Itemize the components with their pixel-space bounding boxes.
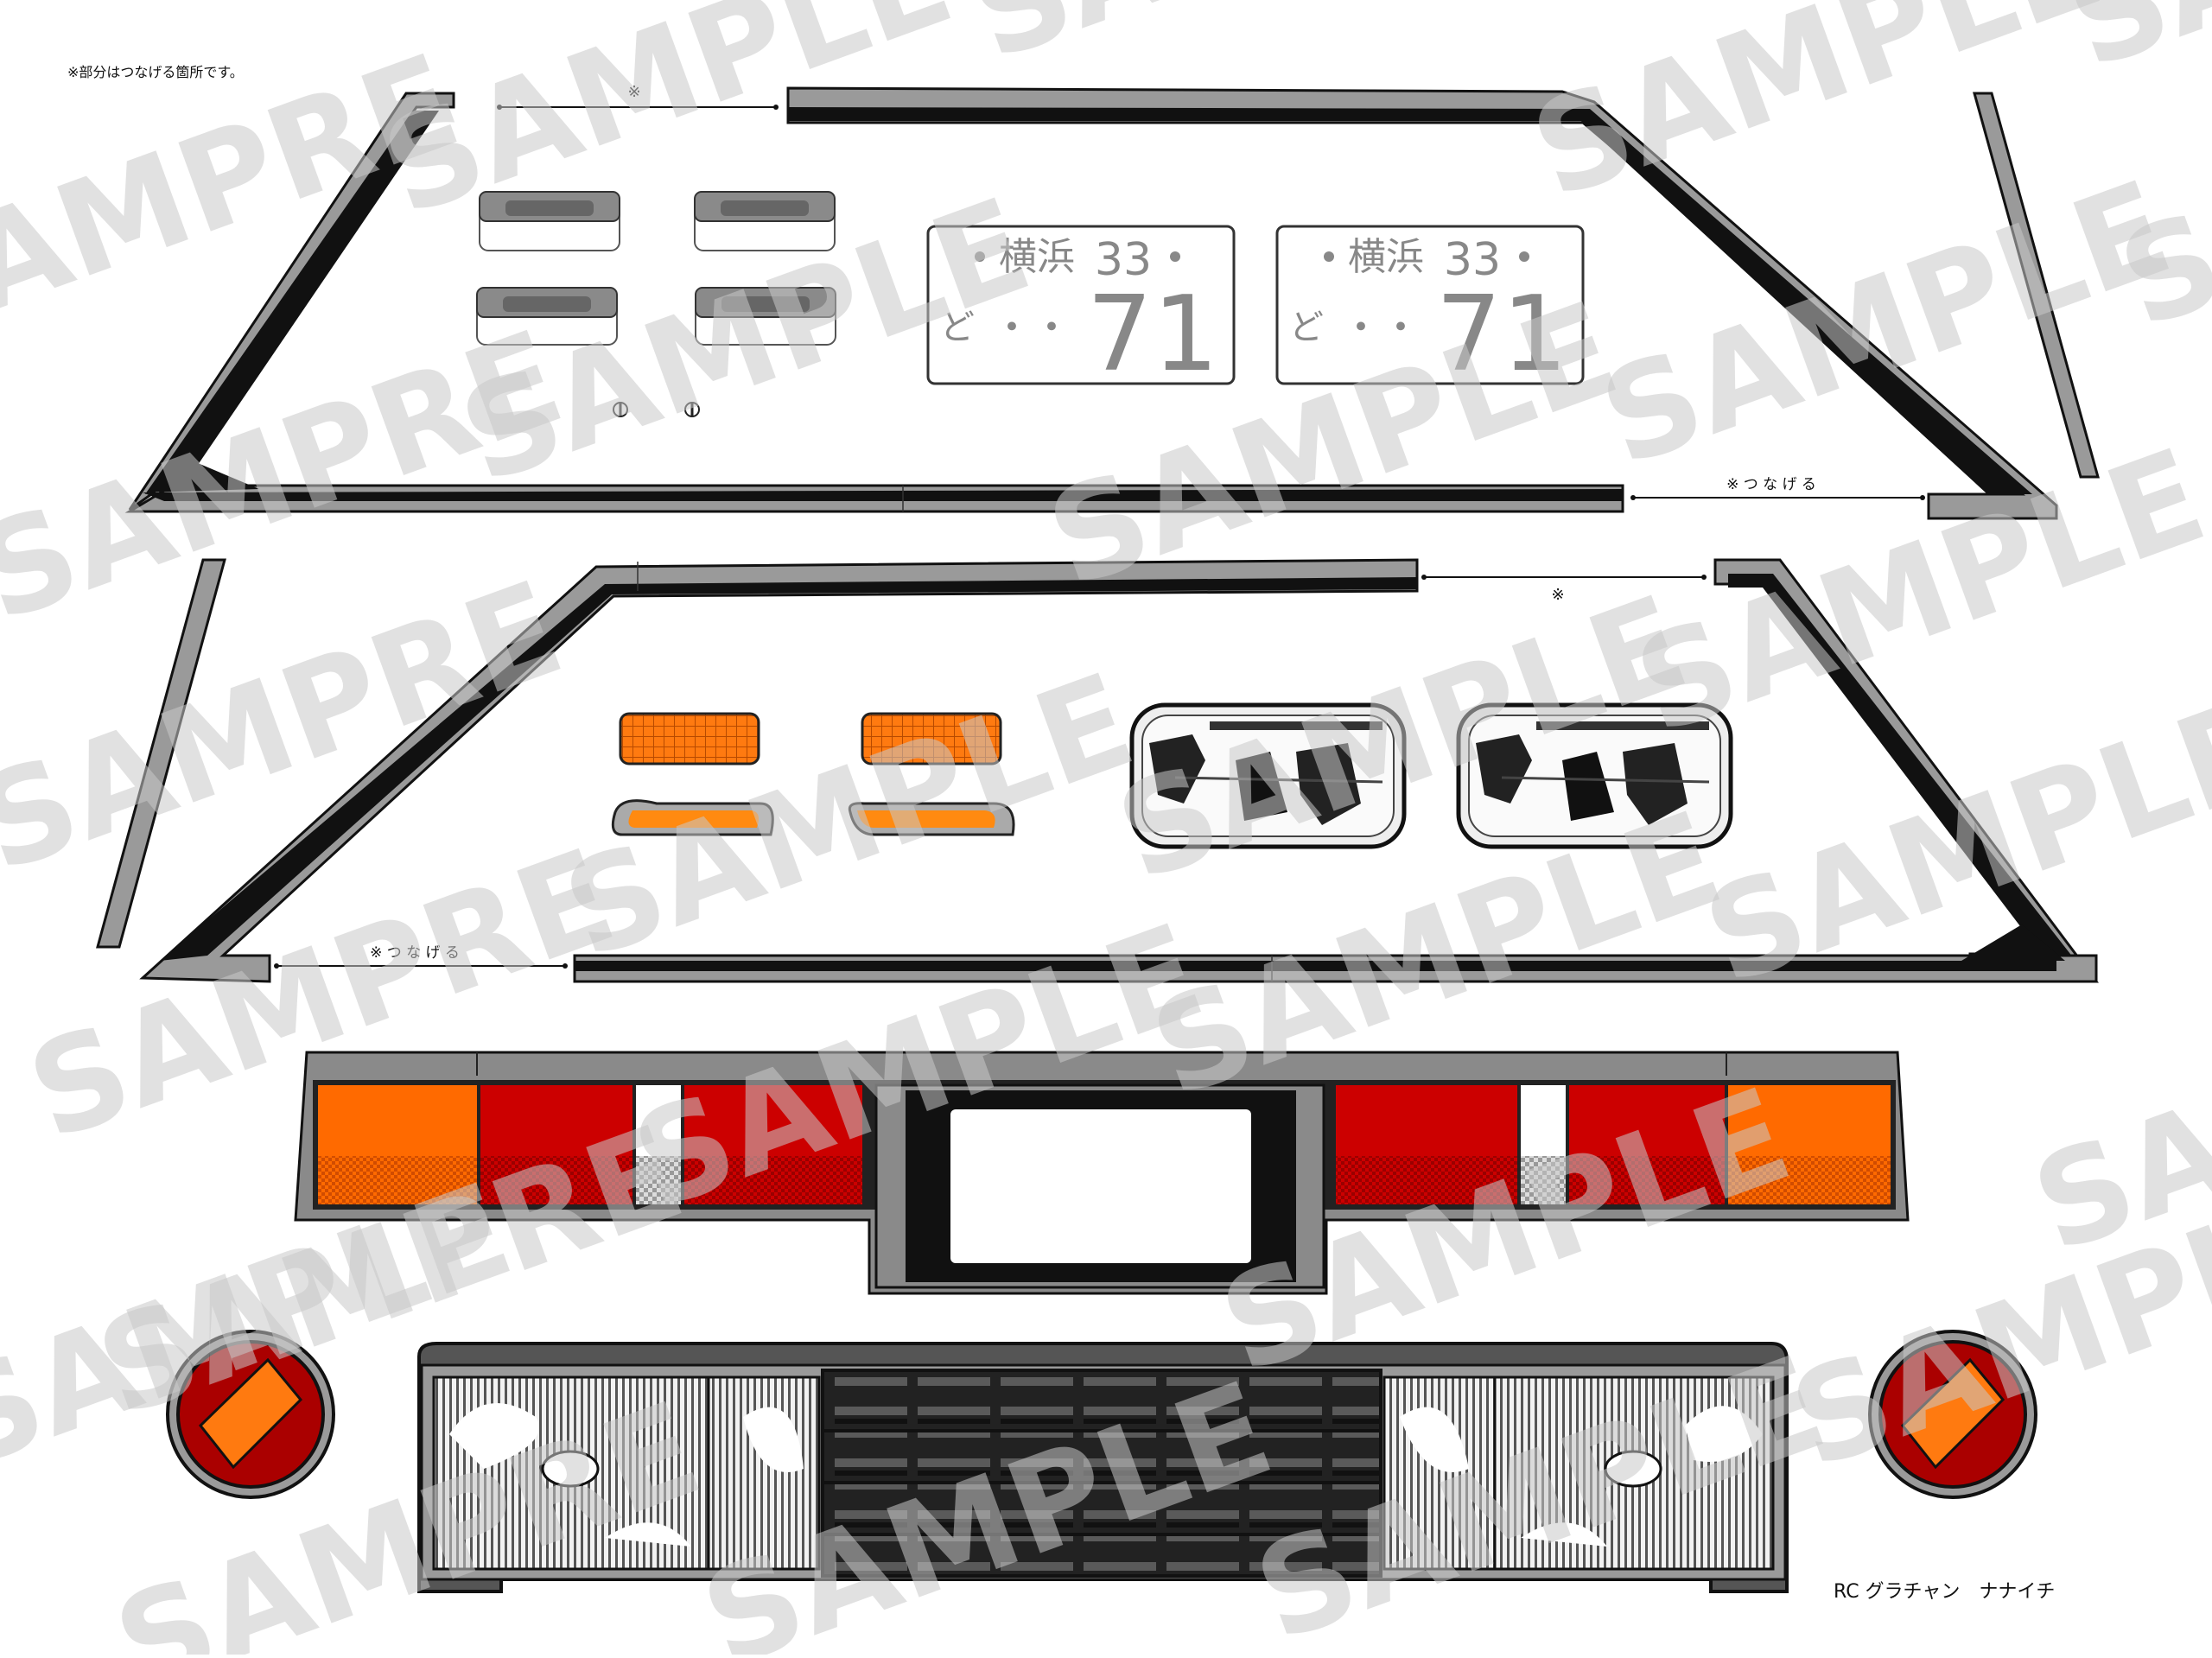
plate-hiragana: ど (940, 308, 975, 347)
connect-mark: ※ (1551, 586, 1564, 604)
plate-number-dots: ・・ (992, 304, 1071, 351)
door-handle (476, 287, 618, 346)
plate-number-dots: ・・ (1341, 304, 1421, 351)
connect-mark: ※ (627, 83, 640, 101)
round-lamp (1868, 1330, 2037, 1499)
side-markers (611, 712, 1015, 836)
tail-lamp-panel (294, 1051, 1910, 1295)
connect-label: ※ つ な げ る (1726, 476, 1816, 493)
headlight (1129, 702, 1407, 849)
headlight (1456, 702, 1733, 849)
connect-note: ※部分はつなげる箇所です。 (67, 64, 244, 80)
watermark: SAMPLE (2050, 0, 2212, 98)
plate-region: 横浜 (999, 235, 1075, 279)
door-handle (694, 191, 836, 251)
plate-hiragana: ど (1289, 308, 1324, 347)
round-lamps (166, 1330, 2037, 1499)
door-handles (476, 191, 836, 346)
headlights (1129, 702, 1733, 849)
license-plate: 横浜 33 ど ・・ 71 (926, 225, 1236, 395)
plate-class-number: 33 (1444, 234, 1501, 286)
plate-number: 71 (1436, 275, 1568, 395)
front-grille-assembly (417, 1342, 1789, 1593)
plate-region: 横浜 (1348, 235, 1424, 279)
door-handle (479, 191, 620, 251)
credit-label: RC グラチャン ナナイチ (1834, 1581, 2056, 1603)
plate-class-number: 33 (1095, 234, 1152, 286)
door-handle (695, 287, 836, 346)
watermark: SAMPLE (953, 0, 1558, 90)
upper-side-panel: ※ ※ つ な げ る (124, 83, 2100, 520)
key-cylinders (613, 402, 700, 417)
license-plate: 横浜 33 ど ・・ 71 (1275, 225, 1585, 395)
round-lamp (166, 1330, 335, 1499)
plate-number: 71 (1087, 275, 1219, 395)
lower-side-panel: ※ ※ つ な げ る (96, 558, 2099, 983)
connect-label: ※ つ な げ る (370, 944, 460, 962)
watermark: SAMPLE (1618, 421, 2212, 764)
